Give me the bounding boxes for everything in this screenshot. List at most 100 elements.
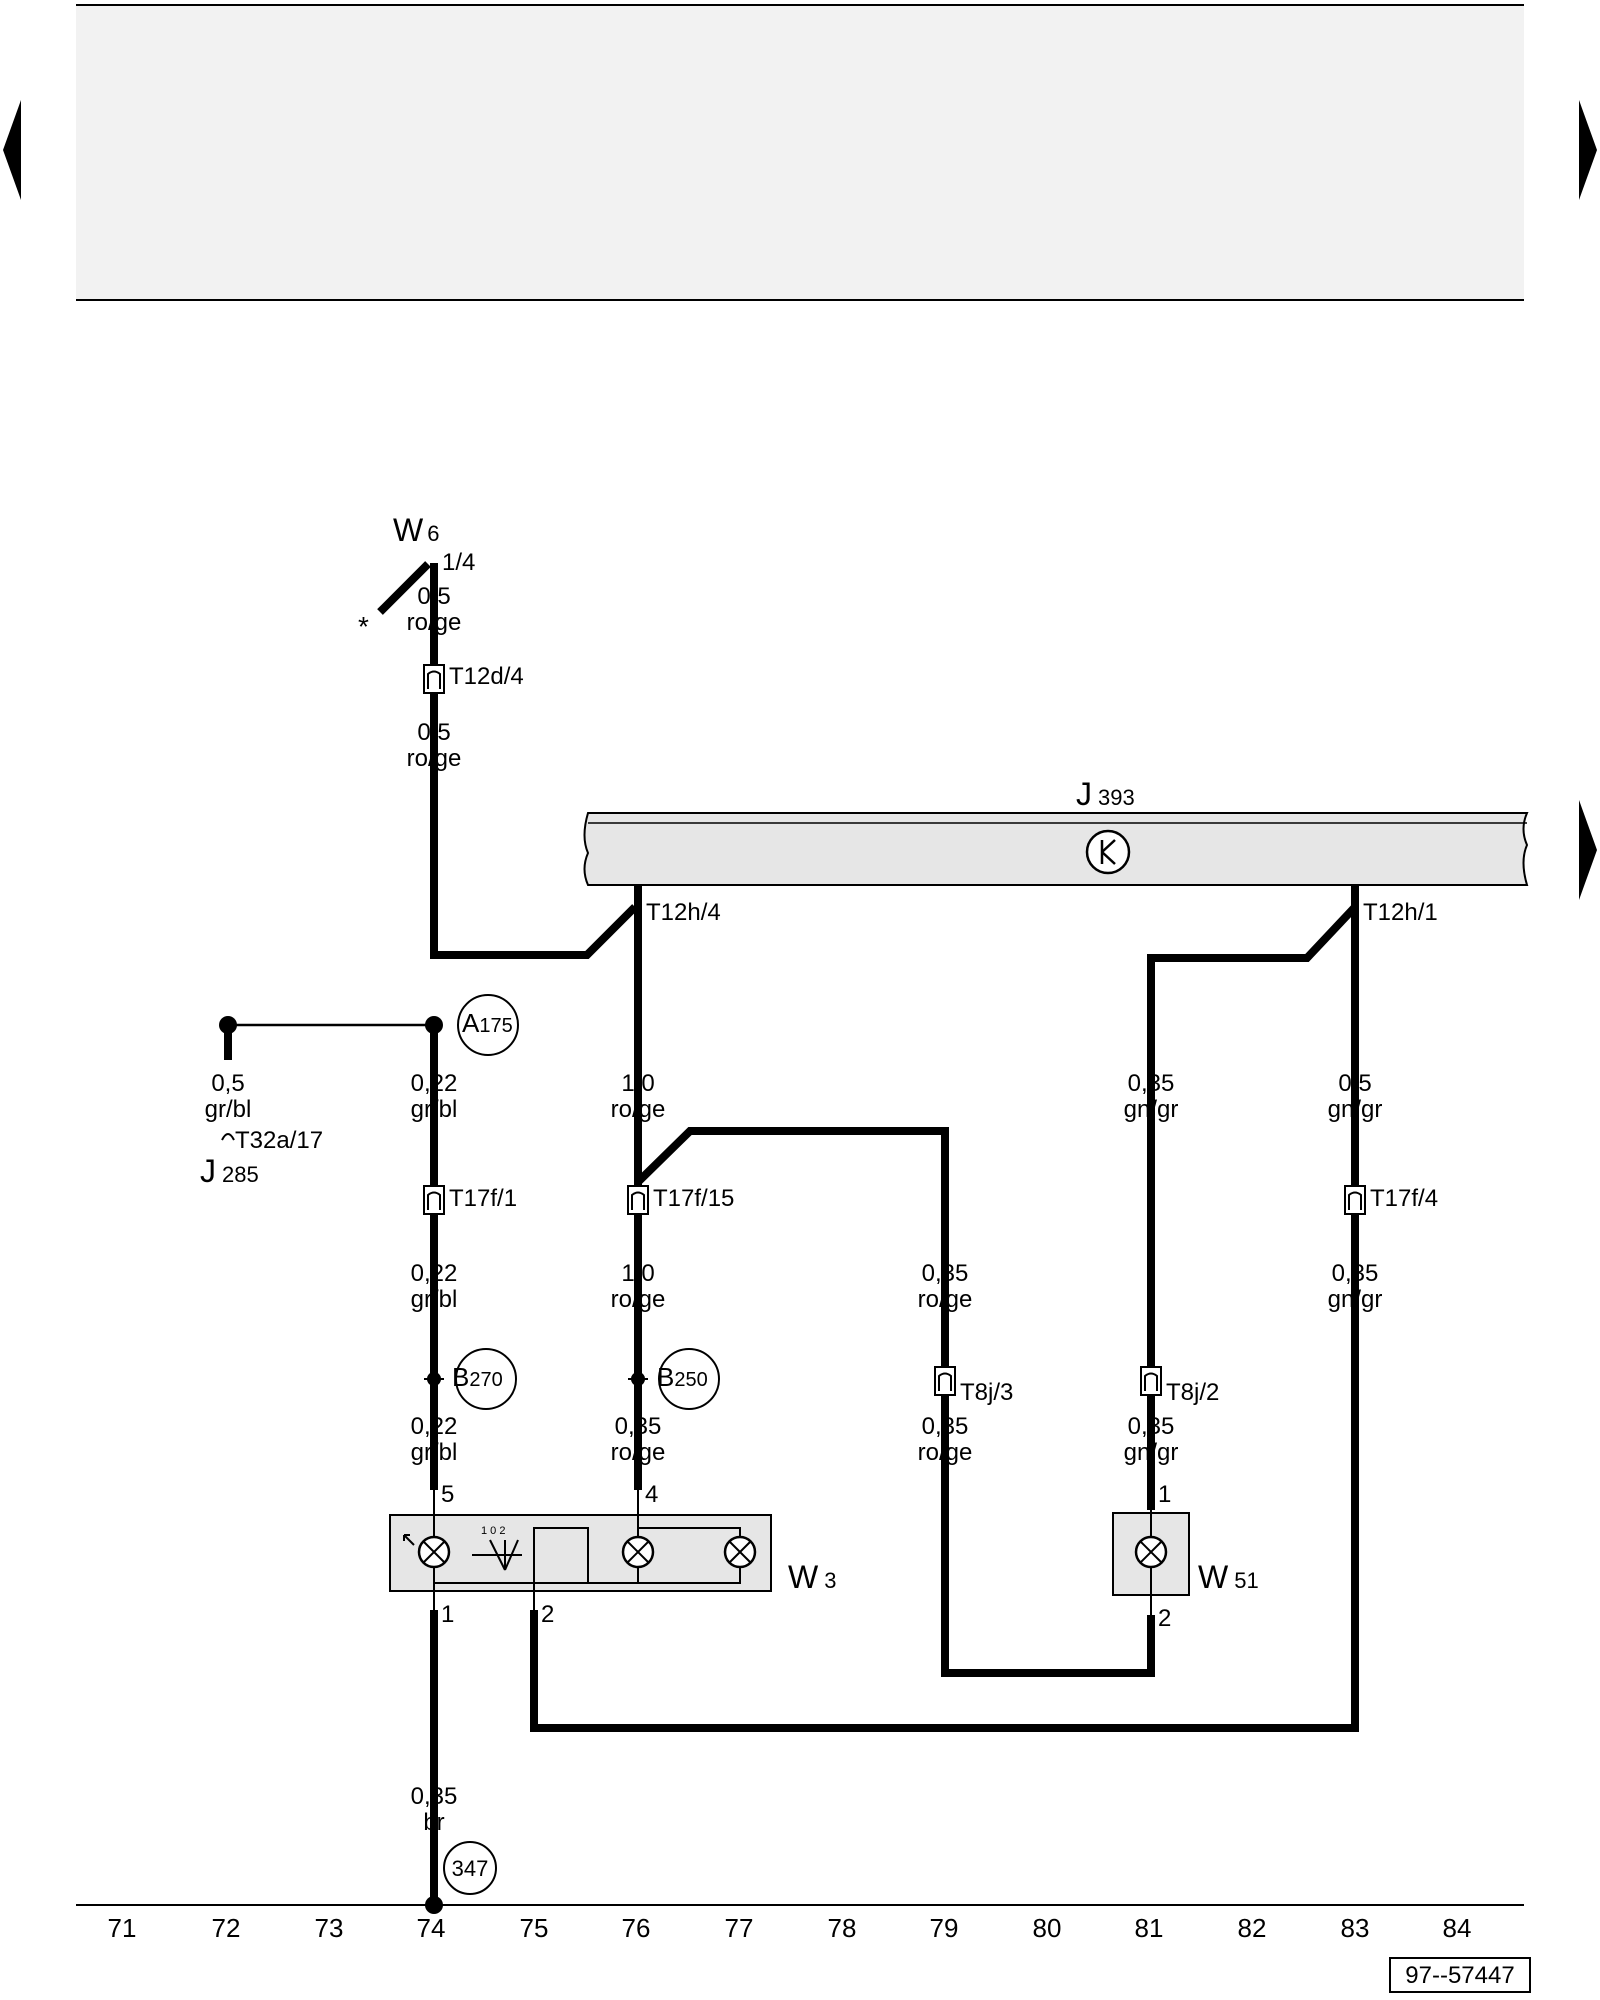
t17f4-label: T17f/4 [1370, 1185, 1438, 1212]
wire-w6-to-j393 [430, 563, 638, 959]
wire-label: gn/gr [1124, 1096, 1179, 1123]
header-band [76, 5, 1524, 300]
wire-label: 1,0 [621, 1070, 654, 1097]
prev-page-arrow-icon[interactable] [3, 100, 21, 200]
wire-label: ro/ge [611, 1439, 666, 1466]
wire-label: 1,0 [621, 1260, 654, 1287]
connector-icon-t17f15 [627, 1185, 649, 1215]
wire-label: gr/bl [411, 1286, 458, 1313]
column-number: 71 [108, 1913, 137, 1943]
wire-label: ro/ge [918, 1439, 973, 1466]
wire-label: 0,5 [417, 719, 450, 746]
column-number: 78 [828, 1913, 857, 1943]
wire-label: gn/gr [1124, 1439, 1179, 1466]
w6-note-star: * [358, 611, 369, 642]
t12h4-label: T12h/4 [646, 899, 721, 926]
b270-label: B270 [452, 1362, 503, 1392]
next-page-arrow-icon[interactable] [1579, 100, 1597, 200]
wire-labels: 0,5 ro/ge 0,5 ro/ge 0,5 gr/bl 0,22 gr/bl… [205, 583, 1383, 1836]
t12h1-label: T12h/1 [1363, 899, 1438, 926]
wire-label: 0,22 [411, 1260, 458, 1287]
t8j3-label: T8j/3 [960, 1379, 1013, 1406]
wire-branch-76-79 [635, 1127, 1155, 1677]
connector-icon-t8j2 [1140, 1366, 1162, 1396]
wire-label: ro/ge [611, 1286, 666, 1313]
column-numbers: 71 72 73 74 75 76 77 78 79 80 81 82 83 8… [108, 1913, 1472, 1943]
j285-connector-label: T32a/17 [235, 1127, 323, 1154]
column-number: 82 [1238, 1913, 1267, 1943]
wire-label: gn/gr [1328, 1096, 1383, 1123]
connector-icon-t8j3 [934, 1366, 956, 1396]
wire-label: gr/bl [411, 1096, 458, 1123]
wire-label: 0,22 [411, 1070, 458, 1097]
j393-housing [583, 812, 1529, 886]
t8j2-label: T8j/2 [1166, 1379, 1219, 1406]
w51-pin-1: 1 [1158, 1481, 1171, 1508]
wire-label: gr/bl [411, 1439, 458, 1466]
wire-label: ro/ge [407, 745, 462, 772]
connector-icon-t12d [423, 664, 445, 694]
connector-icon-t32a [221, 1133, 235, 1141]
wire-label: br [423, 1809, 444, 1836]
wire-label: 0,35 [1128, 1070, 1175, 1097]
column-number: 74 [417, 1913, 446, 1943]
w51-lamp-unit [1112, 1510, 1190, 1615]
g347-label: 347 [452, 1856, 489, 1881]
w51-pin-2: 2 [1158, 1605, 1171, 1632]
w3-pin-5: 5 [441, 1481, 454, 1508]
w3-pin-4: 4 [645, 1481, 658, 1508]
a175-marker [457, 994, 519, 1056]
w3-pin-2: 2 [541, 1601, 554, 1628]
wire-label: 0,22 [411, 1413, 458, 1440]
column-number: 81 [1135, 1913, 1164, 1943]
b250-marker [658, 1348, 720, 1410]
wire-col83 [530, 885, 1359, 1732]
wire-label: 0,35 [922, 1260, 969, 1287]
splice-dot-72 [219, 1016, 237, 1034]
g347-marker [443, 1841, 497, 1895]
continued-arrow-icon[interactable] [1579, 800, 1597, 900]
column-number: 75 [520, 1913, 549, 1943]
connector-icon-t17f4 [1344, 1185, 1366, 1215]
wire-label: ro/ge [407, 609, 462, 636]
t12d-label: T12d/4 [449, 663, 524, 690]
column-number: 76 [622, 1913, 651, 1943]
column-number: 72 [212, 1913, 241, 1943]
w3-light-emission-icon [403, 1534, 415, 1546]
w3-switch-positions: 1 0 2 [481, 1525, 505, 1537]
wire-label: 0,5 [211, 1070, 244, 1097]
wire-label: 0,5 [1338, 1070, 1371, 1097]
w3-switch-icon [472, 1539, 535, 1575]
doc-number: 97--57447 [1405, 1962, 1514, 1989]
wire-label: 0,35 [1128, 1413, 1175, 1440]
column-number: 83 [1341, 1913, 1370, 1943]
a175-label: A175 [462, 1008, 513, 1038]
column-number: 77 [725, 1913, 754, 1943]
t17f1-label: T17f/1 [449, 1185, 517, 1212]
wire-label: 0,35 [615, 1413, 662, 1440]
wire-label: ro/ge [918, 1286, 973, 1313]
b250-label: B250 [657, 1362, 708, 1392]
w6-pin-label: 1/4 [442, 549, 475, 576]
wire-label: gr/bl [205, 1096, 252, 1123]
wire-label: 0,35 [411, 1783, 458, 1810]
connector-icon-t17f1 [423, 1185, 445, 1215]
wire-label: 0,35 [1332, 1260, 1379, 1287]
t17f15-label: T17f/15 [653, 1185, 734, 1212]
wire-col81 [1147, 904, 1358, 1510]
column-number: 80 [1033, 1913, 1062, 1943]
w6-stub-wire [377, 561, 431, 615]
w3-lamp-unit: 1 0 2 [389, 1490, 772, 1610]
j393-transistor-icon [1085, 829, 1131, 875]
w3-pin-1: 1 [441, 1601, 454, 1628]
doc-number-box [1389, 1957, 1531, 1993]
b270-marker [455, 1348, 517, 1410]
splice-dot-74 [425, 1016, 443, 1034]
column-number: 73 [315, 1913, 344, 1943]
